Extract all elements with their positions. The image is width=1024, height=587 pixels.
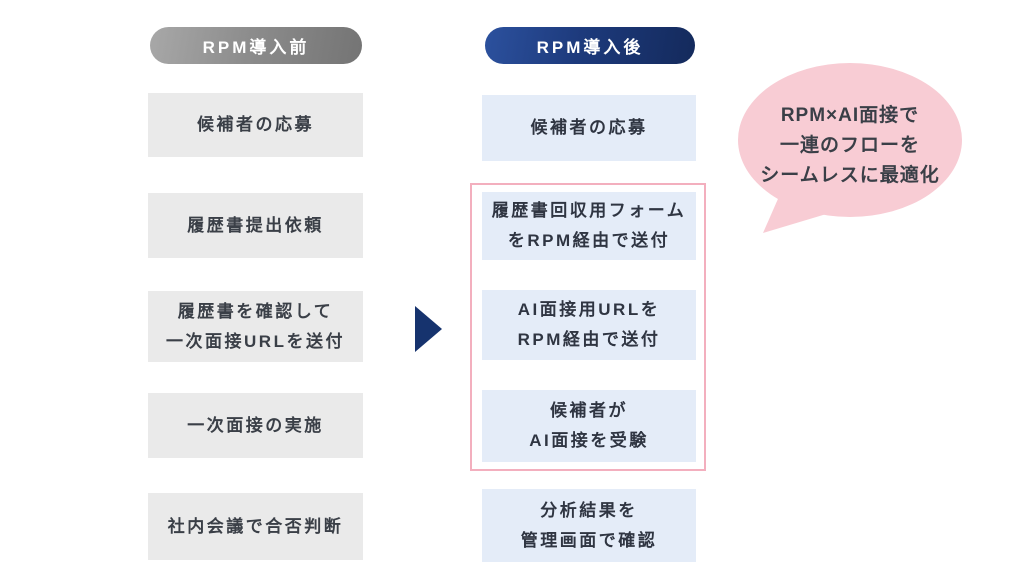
after-step-4: 候補者が AI面接を受験 — [482, 390, 696, 462]
highlight-outline — [470, 183, 706, 471]
after-step-1: 候補者の応募 — [482, 95, 696, 161]
speech-bubble-text: RPM×AI面接で 一連のフローを シームレスに最適化 — [760, 105, 940, 187]
before-step-3: 履歴書を確認して 一次面接URLを送付 — [148, 291, 363, 362]
before-step-2: 履歴書提出依頼 — [148, 193, 363, 258]
before-column-header: RPM導入前 — [150, 27, 362, 64]
after-step-5: 分析結果を 管理画面で確認 — [482, 489, 696, 562]
before-step-1: 候補者の応募 — [148, 93, 363, 157]
before-step-4: 一次面接の実施 — [148, 393, 363, 458]
speech-bubble-shape — [738, 63, 962, 233]
after-step-3: AI面接用URLを RPM経由で送付 — [482, 290, 696, 360]
after-step-2: 履歴書回収用フォーム をRPM経由で送付 — [482, 192, 696, 260]
after-column-header: RPM導入後 — [485, 27, 695, 64]
flow-arrow-icon — [415, 306, 442, 352]
before-step-5: 社内会議で合否判断 — [148, 493, 363, 560]
